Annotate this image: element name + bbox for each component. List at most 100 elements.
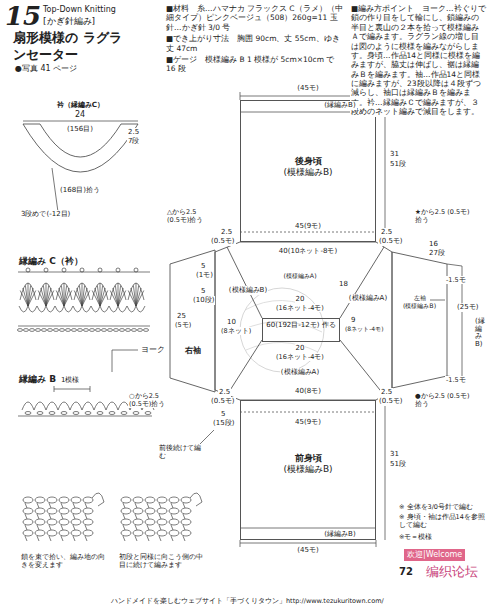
dimension-label: 40(10ネット-8モ) [278,247,338,256]
dimension-label: ○から2.5 (0.5モ)拾う [128,392,170,408]
piece-text: 衿（縁編みC） [18,100,143,109]
dimension-label: ●から2.5 (0.5モ)拾う [414,392,476,408]
dimension-label: ※ 全体を3/0号針で編む [398,503,474,511]
piece-text: 左袖(模様編みB) [392,294,447,310]
dimension-label: (45モ) [296,546,319,555]
piece-text: 60(192目-12モ) 作る [263,321,339,329]
dimension-label: 5 [220,410,226,419]
dimension-label: (15段) [212,419,235,428]
dimension-label: ★から2.5 (0.5モ)拾う [414,208,476,224]
dimension-label: 欢迎|Welcome [404,549,465,561]
piece-text: 右袖 [170,345,215,355]
dimension-label: (5モ) [174,321,192,329]
dimension-label: -1.5モ [445,376,467,384]
dimension-label: [かぎ針編み] [42,16,96,27]
piece-outline [392,252,447,388]
dimension-label: ■ゲージ 模様編み B 1 模様が 5cm×10cm で 16 段 [165,55,347,74]
piece-text: 後身頃(模様編みB) [241,156,375,179]
dimension-label: (8ネット) [220,327,252,335]
dimension-label: 縁編み B [18,374,57,385]
pattern-title: 扇形模様の ラグランセーター [12,30,126,64]
dimension-label: (45モ) [296,84,319,93]
dimension-label: 27段 [428,249,446,258]
dimension-label: 10 [226,318,237,327]
piece-label: (模様編みB) [241,167,375,178]
dimension-label: (縁編みB) [323,530,356,539]
dimension-label: (1モ) [195,271,214,280]
dimension-label: ●写真 41 ページ [14,64,78,74]
pattern-piece: 60(192目-12モ) 作る [262,318,340,342]
piece-label: 右袖 [170,345,215,355]
dimension-label: (0.5モ) [378,397,404,406]
dimension-label: 25 [176,312,187,321]
dimension-label: 2.5 [127,128,140,137]
dimension-label: 1模様 [60,376,80,385]
dimension-label: (156目) [66,125,94,134]
dimension-label: 15 [4,0,42,33]
dimension-label: 16 [428,240,439,249]
dimension-label: 5 [200,287,206,296]
dimension-label: 2.5 [220,228,233,237]
dimension-label: 51段 [389,460,407,469]
dimension-label: 2.5 [218,388,231,397]
dimension-label: 5 [200,262,206,271]
dimension-label: 7段 [127,137,140,146]
dimension-label: ■材料 糸…ハマナカ フラックス C（ラメ）（中細タイプ）ピンクベージュ（508… [165,4,347,32]
dimension-label: ハンドメイドを楽しむウェブサイト「手づくりタウン」http://www.tezu… [110,597,385,605]
dimension-label: (0.5モ) [210,237,236,246]
piece-label: 衿（縁編みC） [18,100,143,109]
dimension-label: 鎖を束で拾い、編み地の向きを変えます [20,553,107,569]
dimension-label: (模様編みA) [348,294,388,303]
dimension-label: (25モ) [456,303,479,312]
dimension-label: 31 [389,150,400,159]
dimension-label: 31 [389,450,400,459]
dimension-label: 20 [295,295,306,304]
dimension-label: 2.5 [380,388,393,397]
dimension-label: -1.5モ [445,276,467,284]
pattern-piece: 左袖(模様編みB) [392,252,447,388]
piece-label: 60(192目-12モ) 作る [263,321,339,329]
dimension-label: (16ネット-4モ) [275,304,325,312]
dimension-label: (10段) [192,296,215,305]
piece-text: 前身頃(模様編みB) [241,453,375,476]
dimension-label: (16ネット-4モ) [275,353,325,361]
dimension-label: (168目)拾う [59,186,101,195]
dimension-label: 18 [338,280,349,289]
dimension-label: 9 [350,316,356,325]
piece-label: (模様編みB) [241,464,375,475]
dimension-label: ヨーク [140,345,166,355]
dimension-label: △から2.5 (0.5モ)拾う [166,208,212,224]
dimension-label: (模様編みB) [228,286,268,295]
piece-text: (模様編みA) [190,272,410,280]
pattern-piece: 後身頃(模様編みB) [240,100,376,242]
dimension-label: (0.5モ) [210,397,236,406]
piece-label: 後身頃 [241,156,375,167]
vertical-note: (縁編みB) [474,318,483,349]
dimension-label: ※ 身頃・袖は作品14を参照して編む [398,513,488,529]
dimension-label: 縁編み C（衿） [18,256,84,267]
dimension-label: 20 [295,344,306,353]
dimension-label: 24 [74,110,86,120]
piece-label: (模様編みB) [392,302,447,310]
dimension-label: 2.5 [380,228,393,237]
dimension-label: 51段 [389,160,407,169]
dimension-label: 45(9モ) [294,418,322,427]
dimension-label: 40(8モ) [294,387,322,396]
dimension-label: ■編み方ポイント ヨーク…衿ぐりで鎖の作り目をして輪にし、鎖編みの半目と裏山の２… [350,4,487,117]
dimension-label: ※モ＝模様 [398,533,433,541]
dimension-label: 编织论坛 [425,564,479,580]
piece-label: 前身頃 [241,453,375,464]
dimension-label: Top-Down Knitting [42,5,117,15]
dimension-label: (8ネット-4モ) [344,325,384,333]
dimension-label: 45(9モ) [294,222,322,231]
dimension-label: (0.5モ) [378,237,404,246]
dimension-label: 前後続けて編む [158,444,206,460]
dimension-label: 72 [398,566,414,579]
dimension-label: 初段と同様に向こう側の中目に続けて編みます [118,553,205,569]
piece-label: (模様編みA) [190,272,410,280]
dimension-label: (縁編みB) [323,101,356,110]
dimension-label: (模様編みA) [280,368,320,377]
dimension-label: ■でき上がり寸法 胸囲 90cm、丈 55cm、ゆき丈 47cm [165,34,347,53]
piece-label: 左袖 [392,294,447,302]
dimension-label: 3段めで(-12目) [20,210,71,219]
